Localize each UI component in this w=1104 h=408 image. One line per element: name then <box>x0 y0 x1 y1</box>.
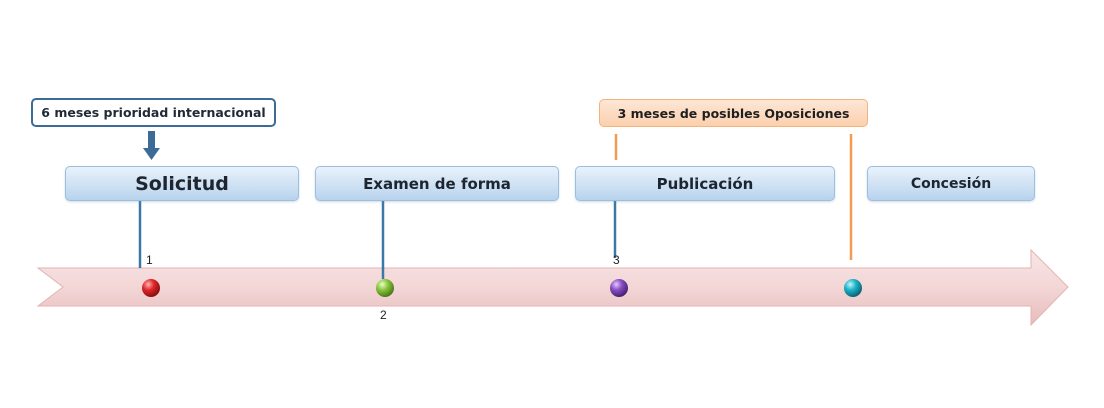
stage-label: Concesión <box>910 175 992 192</box>
stage-label: Examen de forma <box>363 174 511 193</box>
milestone-number-2: 2 <box>380 308 387 322</box>
priority-callout: 6 meses prioridad internacional <box>31 98 276 127</box>
opposition-callout-text: 3 meses de posibles Oposiciones <box>617 105 850 121</box>
priority-down-arrow-icon <box>143 131 160 160</box>
milestone-number-1: 1 <box>146 253 153 267</box>
stage-examen-de-forma: Examen de forma <box>315 166 559 201</box>
stage-concesion: Concesión <box>867 166 1035 201</box>
milestone-dot-1 <box>142 279 160 297</box>
stage-label: Publicación <box>656 174 754 193</box>
milestone-dot-3 <box>610 279 628 297</box>
milestone-dot-2 <box>376 279 394 297</box>
priority-callout-text: 6 meses prioridad internacional <box>41 105 266 120</box>
milestone-number-3: 3 <box>613 253 620 267</box>
stage-label: Solicitud <box>135 172 229 195</box>
opposition-callout: 3 meses de posibles Oposiciones <box>599 99 868 127</box>
stage-publicacion: Publicación <box>575 166 835 201</box>
milestone-dot-4 <box>844 279 862 297</box>
timeline-arrow <box>36 248 1069 327</box>
stage-solicitud: Solicitud <box>65 166 299 201</box>
